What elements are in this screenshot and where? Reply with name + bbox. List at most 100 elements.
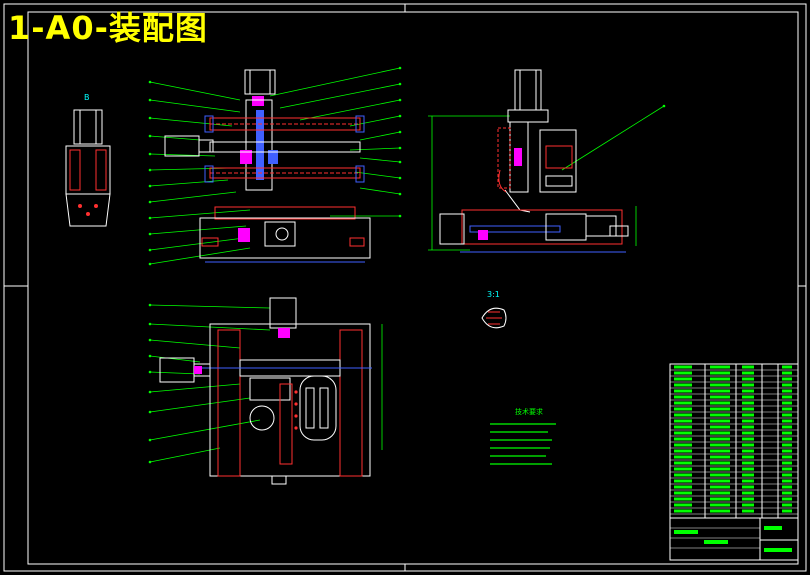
parts-list-entry-mark: [742, 437, 754, 441]
parts-list-entry-mark: [710, 491, 730, 495]
parts-list-entry-mark: [710, 389, 730, 393]
parts-list-entry-mark: [674, 407, 692, 411]
parts-list-entry-mark: [674, 473, 692, 477]
parts-list-entry-mark: [782, 497, 792, 501]
parts-list-entry-mark: [742, 473, 754, 477]
parts-list-entry-mark: [742, 419, 754, 423]
parts-list-entry-mark: [782, 449, 792, 453]
parts-list-entry-mark: [782, 407, 792, 411]
parts-list-entry-mark: [782, 503, 792, 507]
parts-list-entry-mark: [742, 461, 754, 465]
technical-notes: 技术要求: [490, 407, 556, 465]
parts-list-entry-mark: [710, 485, 730, 489]
parts-list-entry-mark: [782, 401, 792, 405]
parts-list-entry-mark: [782, 467, 792, 471]
parts-list-entry-mark: [674, 431, 692, 435]
parts-list-entry-mark: [674, 467, 692, 471]
parts-list-entry-mark: [782, 479, 792, 483]
parts-list-entry-mark: [742, 485, 754, 489]
parts-list-entry-mark: [674, 389, 692, 393]
parts-list-entry-mark: [782, 389, 792, 393]
parts-list-entry-mark: [782, 377, 792, 381]
parts-list-entry-mark: [742, 443, 754, 447]
parts-list-entry-mark: [710, 461, 730, 465]
parts-list-entry-mark: [710, 437, 730, 441]
parts-list-entry-mark: [782, 491, 792, 495]
parts-list-entry-mark: [742, 431, 754, 435]
parts-list-entry-mark: [742, 365, 754, 369]
parts-list-entry-mark: [710, 419, 730, 423]
parts-list-entry-mark: [742, 479, 754, 483]
parts-list-entry-mark: [742, 425, 754, 429]
parts-list-entry-mark: [710, 479, 730, 483]
parts-list-entry-mark: [674, 509, 692, 513]
parts-list-entry-mark: [742, 389, 754, 393]
parts-list-entry-mark: [782, 461, 792, 465]
parts-list-entry-mark: [742, 401, 754, 405]
parts-list-entry-mark: [782, 425, 792, 429]
parts-list-entry-mark: [710, 449, 730, 453]
parts-list-entry-mark: [710, 365, 730, 369]
parts-list-entry-mark: [742, 491, 754, 495]
detail-b-gripper: B: [65, 93, 111, 227]
parts-list-entry-mark: [674, 365, 692, 369]
parts-list-entry-mark: [782, 485, 792, 489]
parts-list-entry-mark: [710, 383, 730, 387]
parts-list-entry-mark: [782, 509, 792, 513]
parts-list-entry-mark: [782, 395, 792, 399]
parts-list-entry-mark: [710, 377, 730, 381]
parts-list-entry-mark: [710, 395, 730, 399]
parts-list-entry-mark: [742, 395, 754, 399]
parts-list-entry-mark: [710, 425, 730, 429]
parts-list-entry-mark: [674, 443, 692, 447]
parts-list-entry-mark: [674, 413, 692, 417]
parts-list-entry-mark: [782, 473, 792, 477]
parts-list-entry-mark: [674, 395, 692, 399]
notes-heading: 技术要求: [515, 407, 543, 416]
parts-list-entry-mark: [742, 407, 754, 411]
parts-list-entry-mark: [742, 455, 754, 459]
parts-list-entry-mark: [674, 377, 692, 381]
front-view: [148, 66, 402, 266]
detail-scale-label: 3:1: [487, 290, 500, 299]
parts-list-entry-mark: [674, 371, 692, 375]
parts-list-entry-mark: [782, 383, 792, 387]
parts-list-entry-mark: [782, 437, 792, 441]
drawing-title: 1-A0-装配图: [8, 9, 208, 47]
detail-3-1-view: 3:1: [481, 290, 507, 329]
title-block: [669, 517, 799, 561]
parts-list-entry-mark: [674, 425, 692, 429]
parts-list-entry-mark: [782, 365, 792, 369]
parts-list-entry-mark: [710, 497, 730, 501]
parts-list-entry-mark: [674, 491, 692, 495]
parts-list-entry-mark: [710, 443, 730, 447]
detail-b-label: B: [84, 93, 90, 102]
parts-list-entry-mark: [674, 449, 692, 453]
parts-list-entry-mark: [674, 401, 692, 405]
side-view: [428, 69, 666, 253]
parts-list-entry-mark: [742, 503, 754, 507]
parts-list-entry-mark: [710, 407, 730, 411]
parts-list-entry-mark: [674, 485, 692, 489]
parts-list-entry-mark: [674, 497, 692, 501]
parts-list-entry-mark: [782, 443, 792, 447]
parts-list-entry-mark: [742, 449, 754, 453]
sheet-border: [3, 3, 807, 572]
parts-list-entry-mark: [710, 431, 730, 435]
parts-list-entry-mark: [742, 497, 754, 501]
parts-list-entry-mark: [742, 383, 754, 387]
parts-list-entry-mark: [742, 467, 754, 471]
parts-list-entry-mark: [710, 401, 730, 405]
parts-list-entry-mark: [674, 461, 692, 465]
parts-list-entry-mark: [710, 509, 730, 513]
top-view: [148, 297, 383, 485]
parts-list-entry-mark: [710, 467, 730, 471]
parts-list-entry-mark: [674, 383, 692, 387]
parts-list-entry-mark: [742, 413, 754, 417]
parts-list-table: [669, 363, 799, 519]
parts-list-entry-mark: [674, 479, 692, 483]
parts-list-entry-mark: [782, 455, 792, 459]
parts-list-entry-mark: [782, 413, 792, 417]
parts-list-entry-mark: [710, 371, 730, 375]
